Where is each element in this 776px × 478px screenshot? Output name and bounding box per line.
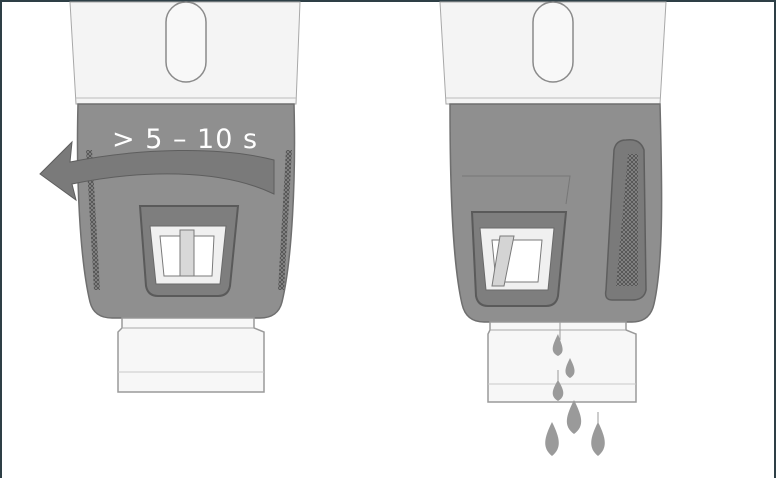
water-drop-icon [545, 422, 559, 456]
left-top-slot [165, 1, 207, 83]
right-panel [439, 1, 667, 456]
duration-label: > 5 – 10 s [112, 124, 258, 155]
right-lower-cap [487, 321, 637, 403]
left-lower-cap [117, 317, 265, 393]
left-side-grip-right [278, 150, 292, 290]
water-drop-icon [566, 400, 582, 434]
left-panel: > 5 – 10 s [39, 1, 301, 393]
left-side-grip-left [86, 150, 100, 290]
rotation-arrow-icon [39, 140, 275, 202]
water-drop-icon [552, 334, 563, 356]
water-drop-icon [552, 380, 564, 401]
right-top-slot [532, 1, 574, 83]
water-drop-icon [591, 422, 605, 456]
water-drop-icon [565, 358, 575, 378]
